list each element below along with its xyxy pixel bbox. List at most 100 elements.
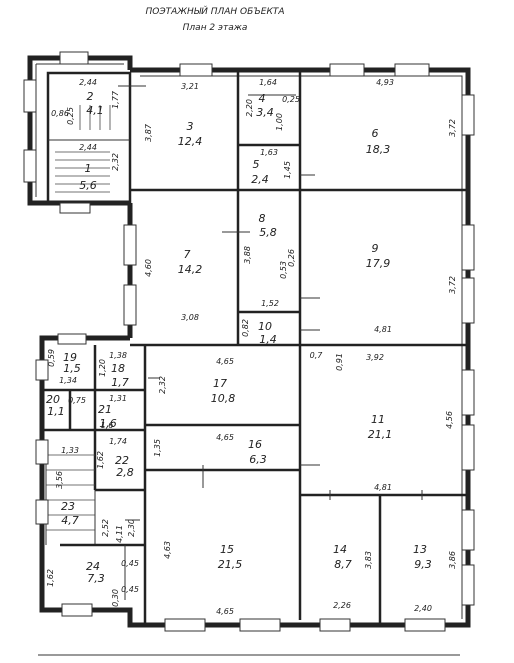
room-20-number: 20 — [46, 393, 60, 406]
dim-label: 1,33 — [61, 446, 79, 455]
dim-label: 0,26 — [287, 249, 296, 267]
dim-label: 1,52 — [261, 299, 279, 308]
dim-label: 2,44 — [79, 78, 97, 87]
dim-label: 1,31 — [109, 394, 127, 403]
dim-label: 1,6 — [101, 421, 114, 430]
room-21-area: 1,6 — [99, 417, 117, 430]
dim-label: 0,25 — [282, 95, 300, 104]
room-9-area: 17,9 — [366, 257, 391, 270]
dim-label: 4,11 — [115, 525, 124, 543]
plan-subtitle: План 2 этажа — [183, 23, 248, 33]
dim-label: 3,88 — [243, 246, 252, 264]
dim-label: 1,35 — [153, 439, 162, 457]
dim-label: 4,56 — [445, 411, 454, 429]
room-15-area: 21,5 — [218, 558, 243, 571]
room-1-number: 1 — [85, 162, 92, 175]
room-4-area: 3,4 — [256, 106, 274, 119]
room-8-area: 5,8 — [259, 226, 277, 239]
room-14-number: 14 — [333, 543, 347, 556]
room-11-number: 11 — [371, 413, 385, 426]
dim-label: 3,87 — [144, 123, 153, 142]
room-3-number: 3 — [187, 120, 194, 133]
dim-label: 4,65 — [216, 357, 234, 366]
room-labels: 3 12,4 2 4,1 1 5,6 4 3,4 5 2,4 6 18,3 7 … — [46, 90, 432, 585]
room-1-area: 5,6 — [79, 179, 97, 192]
room-16-area: 6,3 — [249, 453, 267, 466]
dim-label: 2,30 — [127, 519, 136, 537]
dim-label: 3,86 — [448, 551, 457, 569]
room-7-area: 14,2 — [178, 263, 203, 276]
room-4-number: 4 — [259, 92, 266, 105]
dim-label: 3,83 — [364, 551, 373, 569]
door-marks — [38, 85, 460, 656]
dim-label: 0,25 — [66, 107, 75, 125]
dim-label: 2,40 — [414, 604, 432, 613]
dim-label: 2,44 — [79, 143, 97, 152]
room-14-area: 8,7 — [334, 558, 352, 571]
room-24-number: 24 — [86, 560, 100, 573]
room-17-number: 17 — [213, 377, 227, 390]
dim-label: 0,53 — [279, 261, 288, 279]
room-19-area: 1,5 — [63, 362, 81, 375]
dim-label: 3,21 — [181, 82, 199, 91]
dim-label: 2,52 — [101, 519, 110, 537]
dim-label: 2,32 — [158, 376, 167, 394]
room-21-number: 21 — [98, 403, 112, 416]
interior-walls — [42, 70, 468, 625]
room-2-number: 2 — [87, 90, 94, 103]
room-15-number: 15 — [220, 543, 234, 556]
room-24-area: 7,3 — [87, 572, 105, 585]
dim-label: 1,34 — [59, 376, 77, 385]
room-8-number: 8 — [259, 212, 266, 225]
dim-label: 1,62 — [96, 451, 105, 469]
dim-label: 0,7 — [310, 351, 324, 360]
room-13-area: 9,3 — [414, 558, 432, 571]
room-2-area: 4,1 — [86, 104, 104, 117]
dim-label: 3,72 — [448, 119, 457, 137]
dim-label: 2,32 — [111, 153, 120, 171]
dim-label: 1,20 — [98, 359, 107, 377]
dim-label: 0,75 — [68, 396, 86, 405]
dim-label: 4,81 — [374, 483, 392, 492]
dim-label: 2,26 — [333, 601, 351, 610]
dim-label: 4,63 — [163, 541, 172, 559]
dim-label: 3,72 — [448, 276, 457, 294]
room-5-area: 2,4 — [251, 173, 269, 186]
room-19-number: 19 — [63, 351, 77, 364]
room-9-number: 9 — [372, 242, 379, 255]
room-13-number: 13 — [413, 543, 427, 556]
dim-label: 0,45 — [121, 585, 139, 594]
dim-label: 0,86 — [51, 109, 69, 118]
room-10-area: 1,4 — [259, 333, 277, 346]
dim-label: 1,45 — [283, 161, 292, 179]
room-23-area: 4,7 — [61, 514, 79, 527]
room-23-number: 23 — [61, 500, 75, 513]
plan-title: ПОЭТАЖНЫЙ ПЛАН ОБЪЕКТА — [145, 5, 284, 17]
dim-label: 3,08 — [181, 313, 199, 322]
dim-label: 1,38 — [109, 351, 127, 360]
dim-label: 1,64 — [259, 78, 277, 87]
dim-label: 0,82 — [241, 319, 250, 337]
dim-label: 0,30 — [111, 589, 120, 607]
windows — [23, 51, 475, 632]
room-22-area: 2,8 — [116, 466, 134, 479]
room-7-number: 7 — [184, 248, 191, 261]
dim-label: 3,92 — [366, 353, 384, 362]
room-11-area: 21,1 — [368, 428, 393, 441]
dim-label: 3,56 — [55, 471, 64, 489]
dim-label: 0,59 — [47, 349, 56, 367]
dim-label: 0,91 — [335, 353, 344, 371]
dim-label: 4,65 — [216, 433, 234, 442]
room-10-number: 10 — [258, 320, 272, 333]
room-5-number: 5 — [253, 158, 260, 171]
dim-label: 0,45 — [121, 559, 139, 568]
dim-label: 1,00 — [275, 113, 284, 131]
dim-label: 4,65 — [216, 607, 234, 616]
room-6-area: 18,3 — [366, 143, 391, 156]
room-18-number: 18 — [111, 362, 125, 375]
room-20-area: 1,1 — [47, 405, 65, 418]
dim-label: 2,20 — [245, 99, 254, 117]
dim-label: 1,77 — [111, 90, 120, 109]
